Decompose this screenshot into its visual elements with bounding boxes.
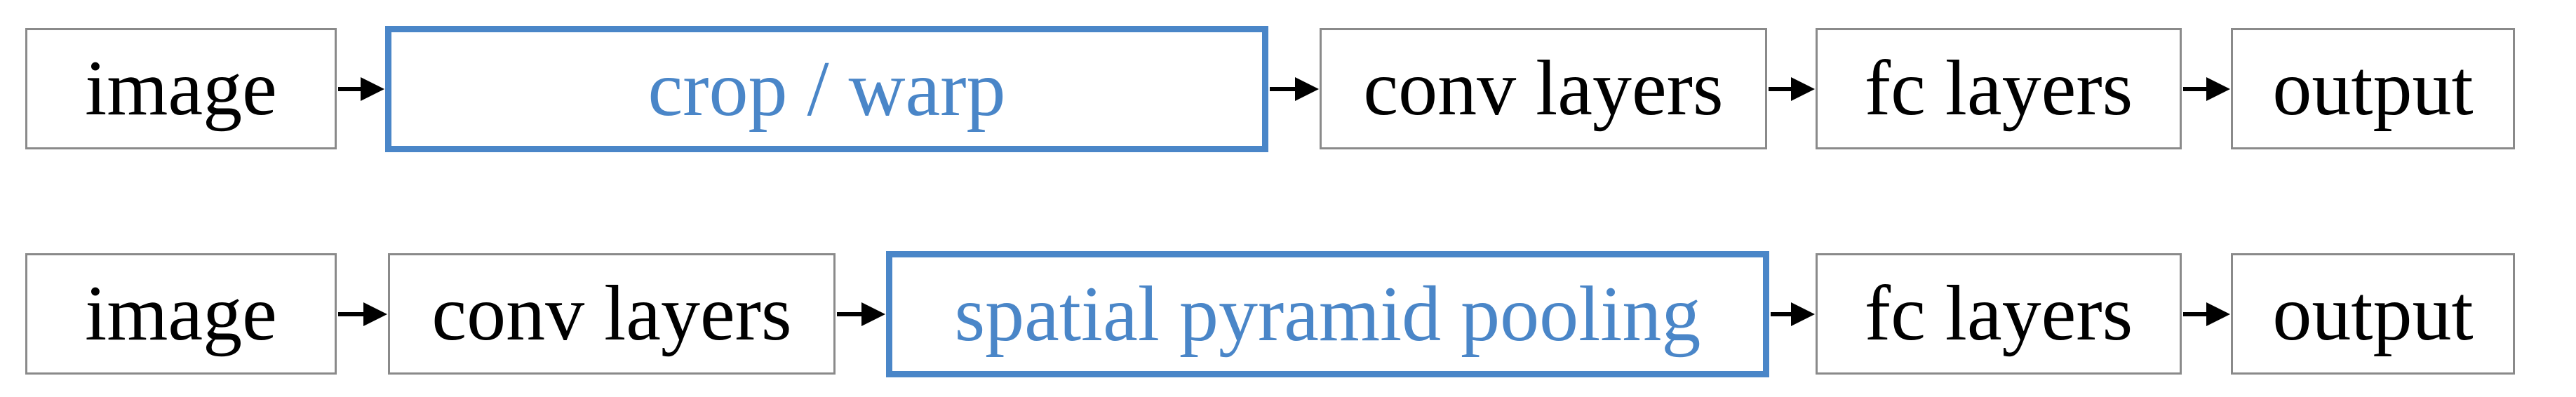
pipeline1-conv-layers-box: conv layers (1320, 28, 1767, 149)
pipeline1-output-box: output (2231, 28, 2515, 149)
pipeline2-conv-layers-box: conv layers (388, 253, 836, 375)
pipeline2-arrow-2 (837, 302, 885, 326)
pipeline2-spatial-pyramid-pooling-box: spatial pyramid pooling (886, 251, 1769, 377)
pipeline1-arrow-4 (2183, 77, 2230, 101)
pipeline2-output-box: output (2231, 253, 2515, 375)
pipeline1-crop-warp-box: crop / warp (385, 26, 1268, 152)
pipeline1-arrow-1 (338, 77, 384, 101)
pipeline2-arrow-1 (338, 302, 387, 326)
pipeline1-arrow-3 (1769, 77, 1815, 101)
pipeline2-arrow-4 (2183, 302, 2230, 326)
pipeline1-arrow-2 (1270, 77, 1319, 101)
pipeline1-fc-layers-box: fc layers (1816, 28, 2182, 149)
pipeline1-image-box: image (25, 28, 337, 149)
pipeline2-image-box: image (25, 253, 337, 375)
pipeline2-arrow-3 (1771, 302, 1815, 326)
pipeline2-fc-layers-box: fc layers (1816, 253, 2182, 375)
